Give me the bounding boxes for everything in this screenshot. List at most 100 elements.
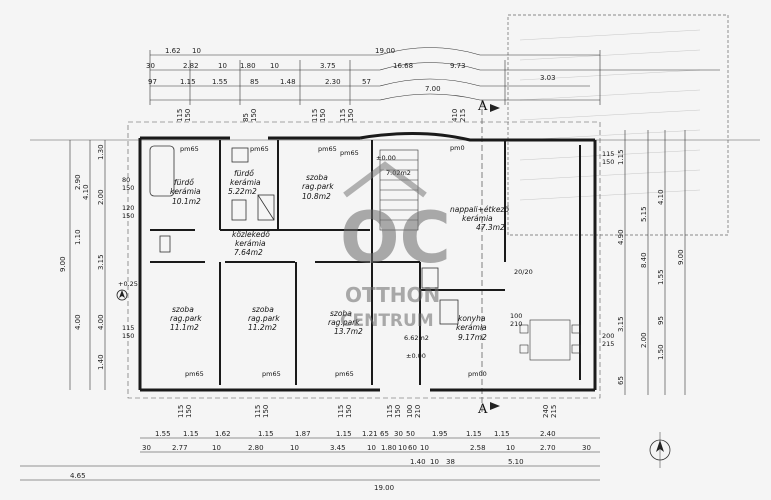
room-5-area: 11.1m2 <box>170 323 199 332</box>
top-opening-3: 85 <box>242 113 250 122</box>
bottom-r2-7: 1.80 <box>381 444 397 452</box>
bottom-r1-7: 65 <box>380 430 389 438</box>
bottom-r1-0: 1.55 <box>155 430 171 438</box>
bottom-r1-5: 1.15 <box>336 430 352 438</box>
level-plus-label: ±0.00 <box>376 154 396 162</box>
top-opening-7: 115 <box>339 109 347 122</box>
bottom-opening-5: 150 <box>345 405 353 418</box>
level-025-label: +0.25 <box>118 280 138 288</box>
roof-outline <box>127 121 601 399</box>
bottom-r2-3: 2.80 <box>248 444 264 452</box>
top-dim-total: 19.00 <box>375 47 395 55</box>
top-opening-4: 150 <box>250 109 258 122</box>
right-dim-3: 4.90 <box>617 229 625 245</box>
right-dim-9: 1.50 <box>657 344 665 360</box>
pm00-label: pm00 <box>468 370 487 378</box>
top-dim-r3-6: 2.30 <box>325 78 341 86</box>
top-dim-r2-4: 1.80 <box>240 62 256 70</box>
bottom-r3-3: 38 <box>446 458 455 466</box>
bottom-dimension-row3: 4.65 1.40 10 38 5.10 19.00 <box>70 458 524 492</box>
right-dim-11: 9.00 <box>677 249 685 265</box>
bottom-opening-texts: 115 150 115 150 115 150 115 150 100 210 … <box>177 405 558 418</box>
bottom-opening-9: 210 <box>414 405 422 418</box>
bottom-r1-4: 1.87 <box>295 430 311 438</box>
bottom-r1-8: 30 <box>394 430 403 438</box>
window-label-3: 150 <box>122 212 134 220</box>
top-opening-texts: 115 150 85 150 115 150 115 150 410 215 <box>176 109 467 122</box>
bottom-r1-9: 50 <box>406 430 415 438</box>
top-dim-2: 10 <box>192 47 201 55</box>
bottom-r2-8: 10 <box>398 444 407 452</box>
terrace-outline <box>507 14 729 236</box>
left-dim-3: 2.00 <box>97 189 105 205</box>
right-dim-8: 2.00 <box>640 332 648 348</box>
room-7-area: 13.7m2 <box>334 327 363 336</box>
bottom-r2-13: 2.70 <box>540 444 556 452</box>
bottom-opening-6: 115 <box>386 405 394 418</box>
bottom-opening-11: 215 <box>550 405 558 418</box>
room-5-name: szoba <box>172 305 194 314</box>
watermark: OC OTTHON CENTRUM <box>340 161 451 331</box>
left-dim-5: 3.15 <box>97 254 105 270</box>
top-dim-r2-5: 10 <box>270 62 279 70</box>
window-label-10: 100 <box>510 312 522 320</box>
bottom-r2-12: 10 <box>506 444 515 452</box>
bottom-dimension-row2: 30 2.77 10 2.80 10 3.45 10 1.80 10 60 10… <box>142 444 591 452</box>
room-7-name: szoba <box>330 309 352 318</box>
left-dim-7: 4.00 <box>74 314 82 330</box>
interior-walls <box>150 140 506 385</box>
bottom-opening-7: 150 <box>394 405 402 418</box>
bottom-r1-12: 1.15 <box>494 430 510 438</box>
pm0-label: pm0 <box>450 144 465 152</box>
right-dimension-lines <box>624 130 686 395</box>
pm65-label-7: pm65 <box>335 370 354 378</box>
bottom-r2-9: 60 <box>408 444 417 452</box>
window-label-9: 215 <box>602 340 614 348</box>
entrance-marker <box>116 289 128 301</box>
left-dim-8: 4.00 <box>97 314 105 330</box>
window-label-5: 150 <box>122 332 134 340</box>
bottom-opening-1: 150 <box>185 405 193 418</box>
bottom-r1-13: 2.40 <box>540 430 556 438</box>
room-8-floor: kerámia <box>456 323 487 332</box>
top-dim-r3-5: 1.48 <box>280 78 296 86</box>
bottom-r1-2: 1.62 <box>215 430 231 438</box>
room-2-name: szoba <box>306 173 328 182</box>
bottom-r2-0: 30 <box>142 444 151 452</box>
left-dimension-texts: 1.30 2.90 4.10 2.00 1.10 3.15 9.00 4.00 … <box>59 144 105 370</box>
room-0-area: 10.1m2 <box>172 197 201 206</box>
top-dimension-lines <box>149 47 720 105</box>
room-4-floor: kerámia <box>462 214 493 223</box>
watermark-line2: CENTRUM <box>340 311 434 331</box>
top-dim-r3-2: 1.15 <box>180 78 196 86</box>
pm65-label-4: pm65 <box>340 149 359 157</box>
room-4-name: nappali+étkező <box>450 205 509 214</box>
left-dim-0: 1.30 <box>97 144 105 160</box>
bottom-total: 19.00 <box>374 484 394 492</box>
bottom-r2-2: 10 <box>212 444 221 452</box>
right-dim-10: 65 <box>617 376 625 385</box>
room-0-name: fürdő <box>174 178 194 187</box>
outer-walls <box>138 131 597 392</box>
room-6-area: 11.2m2 <box>248 323 277 332</box>
bottom-r2-1: 2.77 <box>172 444 188 452</box>
right-dim-7: 95 <box>657 316 665 325</box>
pm65-label-3: pm65 <box>318 145 337 153</box>
bottom-r1-1: 1.15 <box>183 430 199 438</box>
right-dim-5: 1.55 <box>657 269 665 285</box>
left-dim-4: 1.10 <box>74 229 82 245</box>
room-6-floor: rag.park <box>248 314 280 323</box>
top-dim-r3-4: 85 <box>250 78 259 86</box>
top-dim-r2-8: 9.73 <box>450 62 466 70</box>
top-dim-r3-3: 1.55 <box>212 78 228 86</box>
room-1-area: 5.22m2 <box>228 187 257 196</box>
dining-table <box>519 319 581 361</box>
bottom-dimension-lines <box>20 437 600 481</box>
top-opening-8: 150 <box>347 109 355 122</box>
bottom-r2-14: 30 <box>582 444 591 452</box>
bottom-opening-8: 100 <box>406 405 414 418</box>
left-dimension-lines <box>69 140 106 390</box>
